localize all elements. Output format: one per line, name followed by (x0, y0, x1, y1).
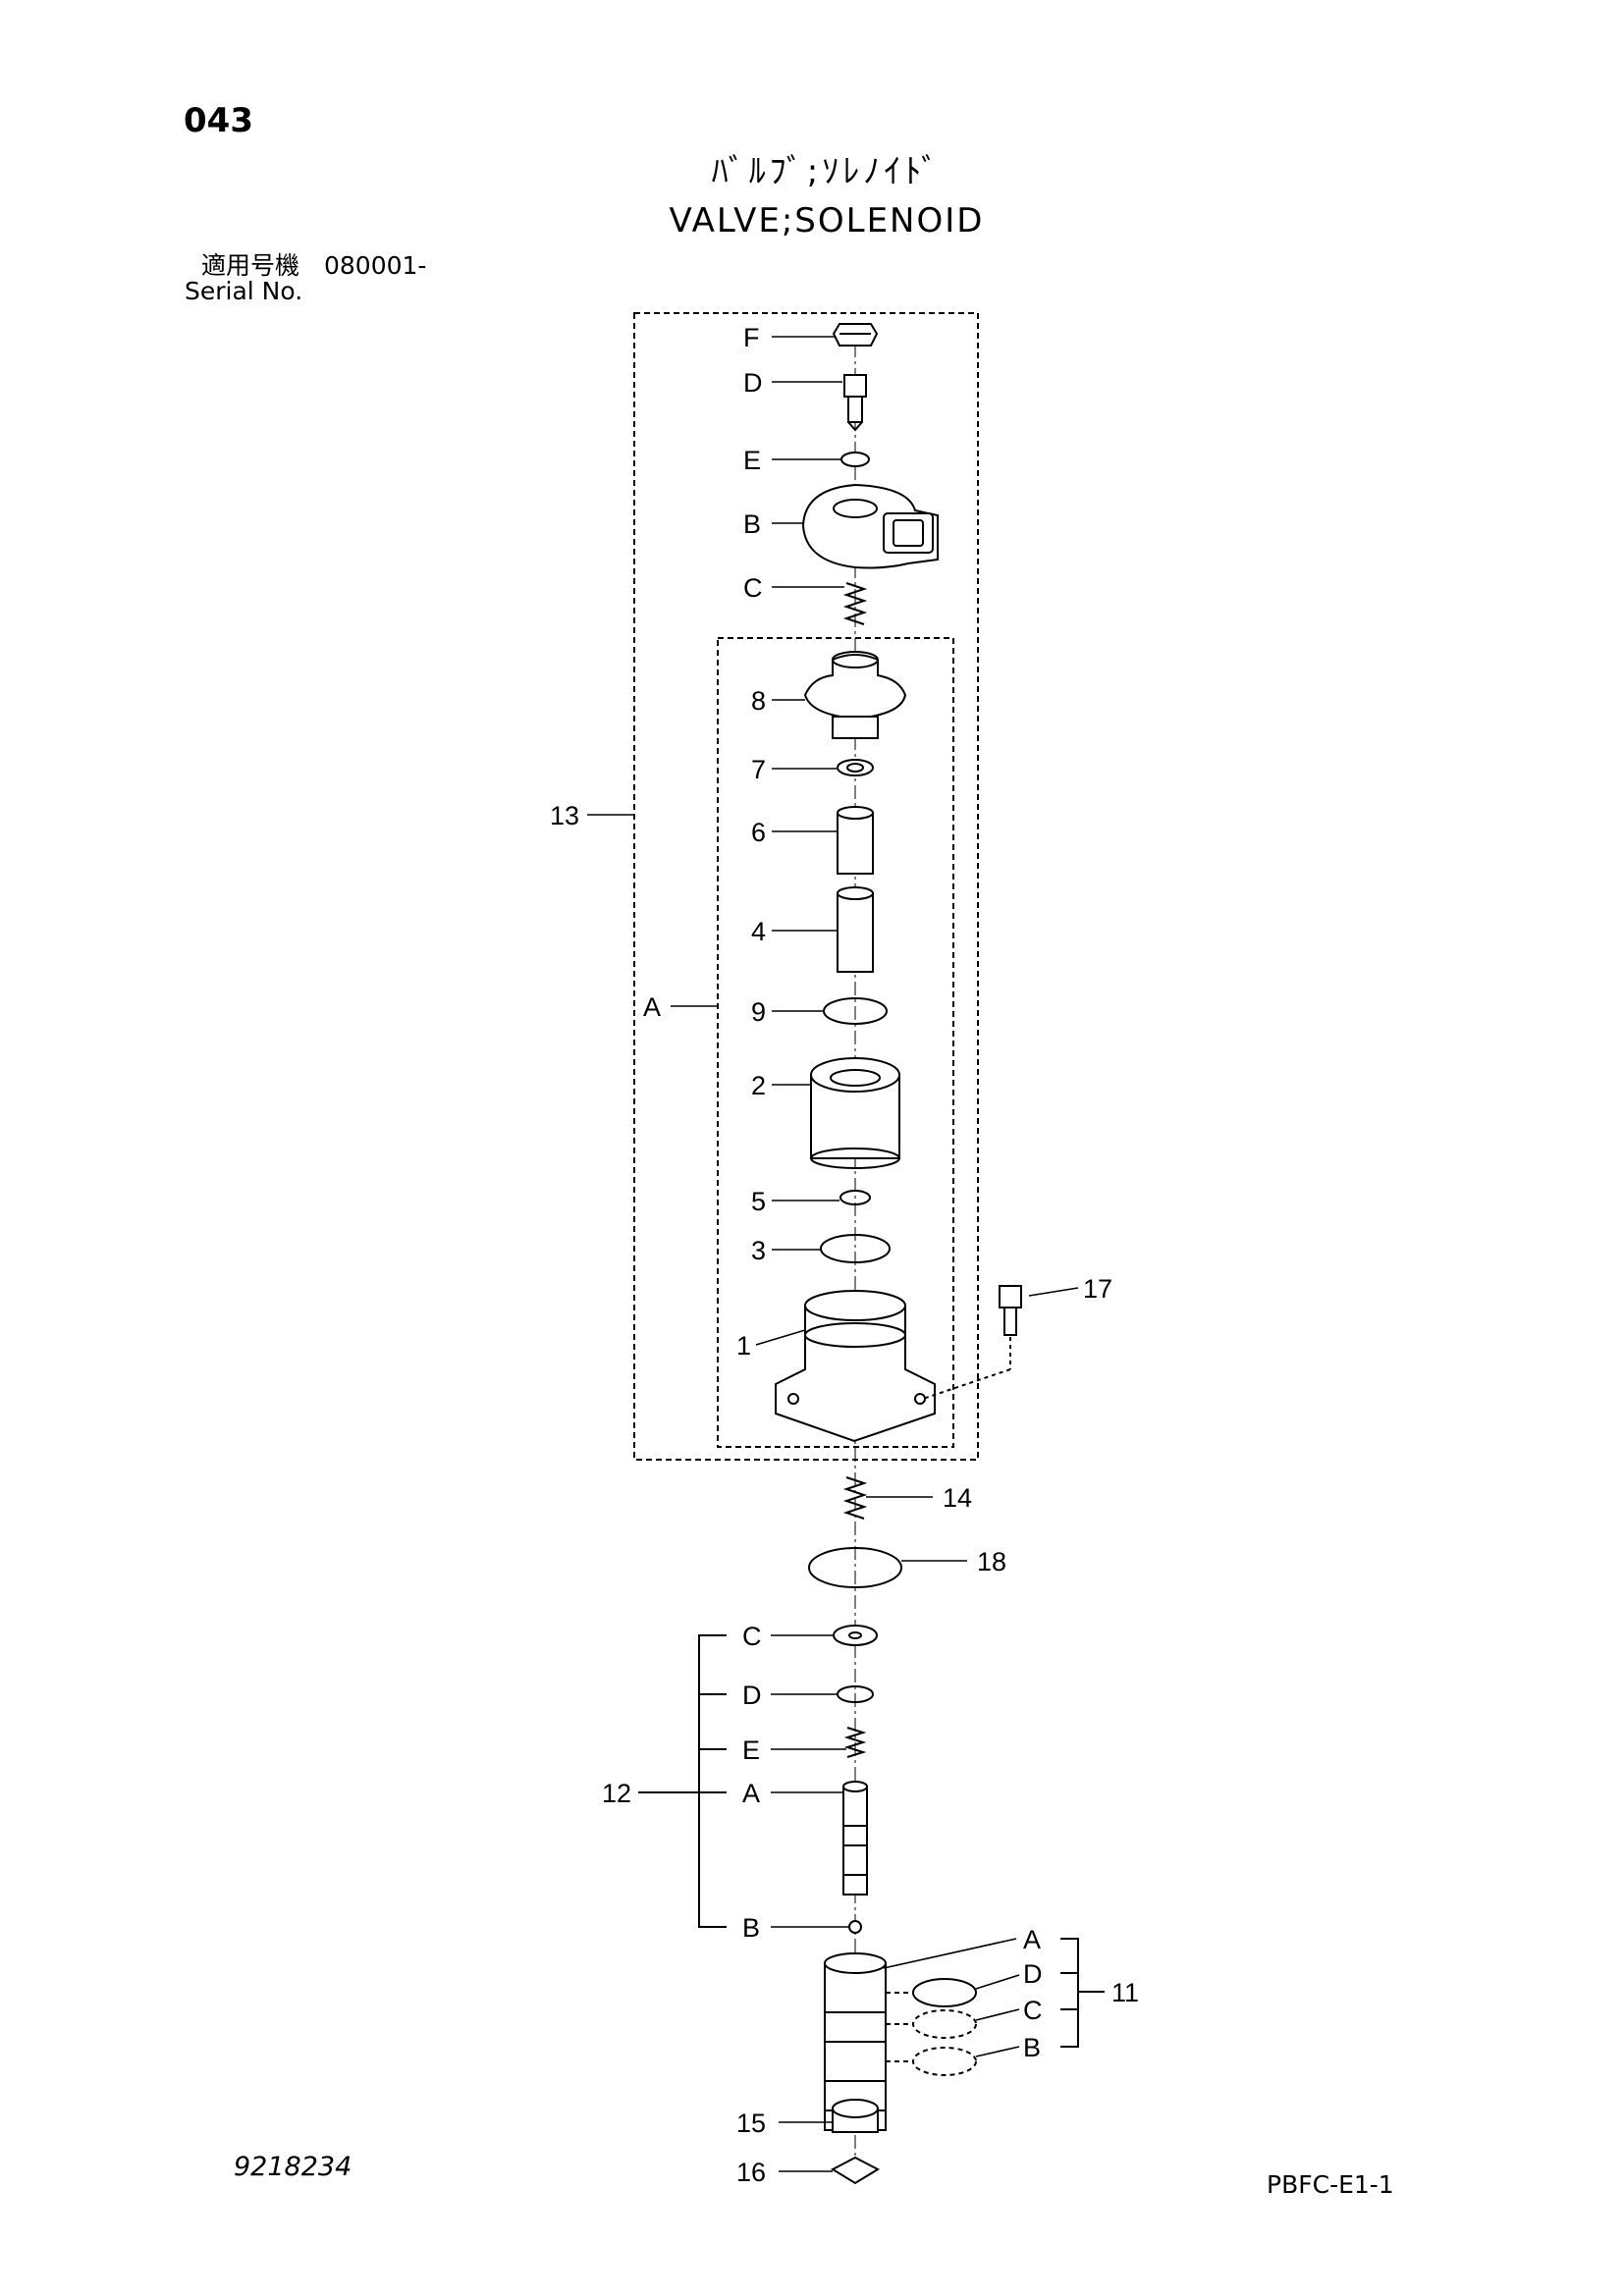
callout-c-12: C (742, 1622, 762, 1651)
callout-c-top: C (743, 573, 763, 603)
part-12e-spring (843, 1727, 867, 1758)
assembly-a-outline (717, 637, 954, 1448)
part-11b-o-ring (912, 2047, 977, 2076)
callout-9: 9 (751, 997, 766, 1027)
part-5-o-ring (839, 1190, 871, 1205)
serial-label-english: Serial No. (185, 277, 303, 305)
part-6-sleeve (837, 806, 874, 875)
part-12d-ring (837, 1685, 874, 1703)
part-9-o-ring (823, 997, 888, 1025)
callout-11: 11 (1111, 1978, 1139, 2007)
part-f-nut (832, 323, 879, 347)
part-2-coil-body (810, 1057, 900, 1169)
page-number: 043 (184, 101, 253, 140)
callout-5: 5 (751, 1187, 766, 1216)
callout-c-11: C (1023, 1996, 1043, 2025)
callout-2: 2 (751, 1071, 766, 1100)
part-14-spring (842, 1476, 868, 1520)
callout-18: 18 (977, 1547, 1006, 1576)
bracket-12 (698, 1634, 727, 1928)
part-12b-ball (848, 1920, 862, 1934)
part-4-plunger (837, 886, 874, 973)
document-number: 9218234 (234, 2152, 352, 2182)
callout-f: F (743, 323, 760, 352)
callout-e-12: E (742, 1735, 760, 1765)
callout-b-12: B (742, 1913, 760, 1943)
part-12a-spool (842, 1781, 868, 1896)
callout-13: 13 (550, 801, 579, 830)
title-japanese: ﾊﾞﾙﾌﾞ;ｿﾚﾉｲﾄﾞ (711, 152, 943, 191)
part-e-washer (840, 452, 870, 467)
callout-d-11: D (1023, 1959, 1043, 1989)
part-8-flange (803, 651, 907, 739)
part-17-bolt (922, 1285, 1022, 1400)
callout-b-11: B (1023, 2033, 1041, 2062)
reference-code: PBFC-E1-1 (1267, 2170, 1394, 2199)
bracket-11 (1060, 1938, 1079, 2048)
part-12c-washer (833, 1625, 878, 1646)
part-18-o-ring (808, 1547, 902, 1588)
callout-1: 1 (736, 1331, 751, 1361)
callout-a-group: A (643, 992, 661, 1022)
part-7-bushing (837, 759, 874, 776)
serial-label-japanese: 適用号機 080001- (201, 251, 427, 280)
assembly-13-outline (633, 312, 979, 1461)
part-3-o-ring (820, 1234, 891, 1263)
callout-15: 15 (736, 2109, 766, 2138)
callout-a-12: A (742, 1779, 760, 1808)
callout-16: 16 (736, 2158, 766, 2187)
callout-7: 7 (751, 755, 766, 784)
part-1-housing (775, 1290, 936, 1443)
callout-12: 12 (602, 1779, 631, 1808)
callout-6: 6 (751, 818, 766, 847)
callout-d-12: D (742, 1681, 762, 1710)
callout-4: 4 (751, 917, 766, 946)
callout-17: 17 (1083, 1274, 1112, 1304)
part-11c-o-ring (912, 2009, 977, 2039)
part-15-cap (832, 2099, 879, 2133)
callout-a-11: A (1023, 1925, 1041, 1954)
part-d-screw (843, 374, 867, 432)
callout-b-top: B (743, 509, 761, 539)
part-c-spring-top (842, 582, 868, 625)
callout-e-top: E (743, 446, 761, 475)
callout-3: 3 (751, 1236, 766, 1265)
part-b-coil-cover (801, 483, 939, 569)
callout-14: 14 (943, 1483, 972, 1513)
title-english: VALVE;SOLENOID (669, 201, 985, 240)
part-11d-o-ring (912, 1978, 977, 2007)
callout-d-top: D (743, 368, 763, 398)
callout-8: 8 (751, 686, 766, 716)
part-16-filter (830, 2156, 881, 2185)
